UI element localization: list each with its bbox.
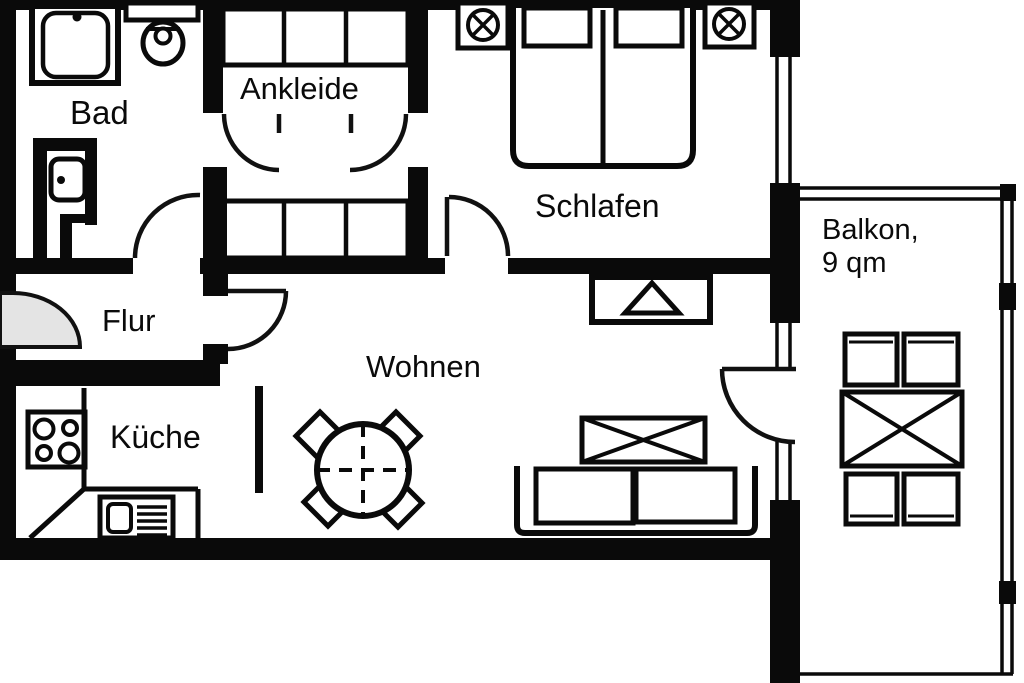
ankleide-door-right bbox=[348, 113, 409, 173]
nightstand-lamp-left-icon bbox=[455, 0, 511, 51]
balkon-area: 9 qm bbox=[822, 247, 887, 280]
room-label-bad: Bad bbox=[70, 94, 129, 131]
toilet-icon bbox=[123, 0, 201, 67]
balcony-chairs-icon bbox=[842, 331, 961, 527]
stove-icon bbox=[25, 409, 88, 470]
room-label-wohnen: Wohnen bbox=[366, 349, 481, 384]
entrance-door bbox=[0, 291, 83, 349]
room-label-schlafen: Schlafen bbox=[535, 188, 660, 224]
wall-mid-b bbox=[200, 258, 445, 274]
wall-right-c bbox=[770, 500, 800, 683]
room-label-ankleide: Ankleide bbox=[240, 71, 359, 106]
wohnen-window-upper bbox=[775, 323, 792, 367]
wall-bottom bbox=[0, 538, 772, 560]
room-label-kueche: Küche bbox=[110, 419, 201, 455]
shower-icon bbox=[29, 3, 121, 86]
wall-flur-bottom bbox=[0, 360, 220, 386]
walls bbox=[0, 0, 800, 683]
schlafen-window bbox=[775, 57, 792, 183]
nightstand-lamp-right-icon bbox=[702, 0, 757, 50]
wall-ankleide-right-lower bbox=[408, 167, 428, 274]
wall-mid-c bbox=[508, 258, 772, 274]
bad-door-arc bbox=[132, 192, 201, 259]
wall-flur-right-upper bbox=[203, 274, 228, 296]
windows bbox=[775, 57, 792, 500]
wall-ankleide-right-upper bbox=[408, 10, 428, 113]
wall-left-upper bbox=[0, 0, 16, 294]
double-bed-icon bbox=[510, 5, 696, 169]
balcony-posts bbox=[999, 184, 1016, 604]
washbasin-icon bbox=[48, 156, 88, 203]
tv-sideboard-icon bbox=[589, 274, 713, 325]
wardrobe-top-icon bbox=[220, 6, 411, 68]
room-label-flur: Flur bbox=[102, 303, 156, 338]
dining-table-icon bbox=[314, 421, 412, 519]
flur-wohnen-door bbox=[227, 288, 289, 352]
room-label-balkon: Balkon, 9 qm bbox=[822, 214, 919, 280]
sofa-icon bbox=[514, 466, 758, 536]
wall-right-a bbox=[770, 0, 800, 57]
wohnen-window-lower bbox=[775, 440, 792, 500]
schlafen-door bbox=[444, 194, 511, 257]
washbasin-wall bbox=[33, 138, 97, 258]
wall-kueche-partition bbox=[255, 386, 263, 493]
balcony-door bbox=[719, 366, 796, 445]
wardrobe-bottom-icon bbox=[220, 198, 411, 261]
wall-flur-right-lower bbox=[203, 344, 228, 364]
wall-ankleide-left-upper bbox=[203, 10, 223, 113]
wall-right-b bbox=[770, 183, 800, 323]
kitchen-counter bbox=[28, 388, 201, 540]
wall-mid-a bbox=[0, 258, 133, 274]
wall-left-lower bbox=[0, 348, 16, 560]
doors bbox=[0, 113, 796, 445]
coffee-table-icon bbox=[579, 415, 708, 465]
wall-top bbox=[0, 0, 790, 10]
balkon-name: Balkon, bbox=[822, 214, 919, 246]
kitchen-sink-icon bbox=[97, 494, 176, 541]
ankleide-door-left bbox=[221, 113, 282, 173]
balcony-table-icon bbox=[839, 389, 965, 469]
